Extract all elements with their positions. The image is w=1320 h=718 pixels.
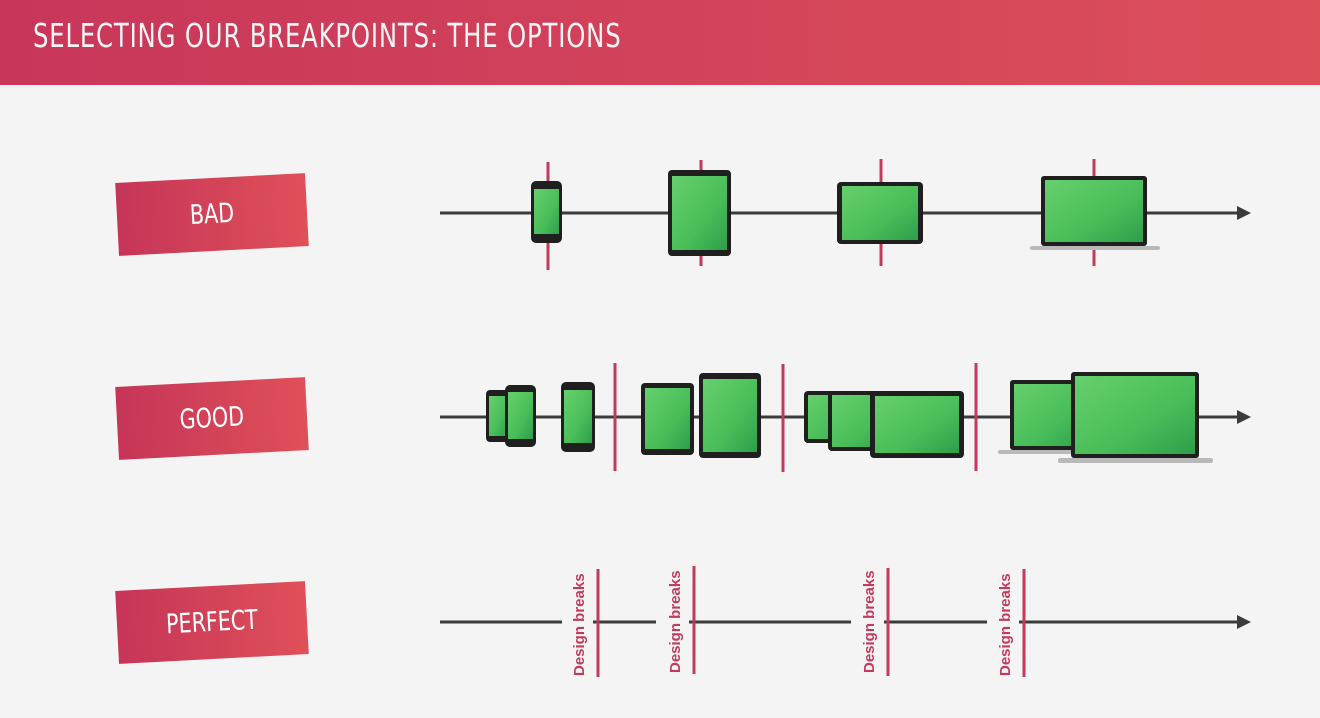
axis-arrow-icon <box>1237 206 1251 220</box>
tablet-device-icon <box>641 383 694 455</box>
design-breaks-label: Design breaks <box>667 570 684 673</box>
timeline-bad <box>440 159 1251 270</box>
axis-arrow-icon <box>1237 615 1251 629</box>
laptop-device-icon <box>1058 372 1213 463</box>
phone-device-icon <box>561 382 595 452</box>
header-bar: Selecting our breakpoints: the options <box>0 0 1320 85</box>
tablet-landscape-device-icon <box>870 391 964 458</box>
tablet-device-icon <box>699 373 761 458</box>
phone-device-icon <box>531 181 562 243</box>
design-breaks-label: Design breaks <box>861 570 878 673</box>
design-breaks-label: Design breaks <box>997 573 1014 676</box>
laptop-device-icon <box>1030 176 1160 250</box>
tablet-device-icon <box>668 170 731 256</box>
axis-arrow-icon <box>1237 410 1251 424</box>
timeline-perfect: Design breaks Design breaks Design break… <box>440 566 1251 677</box>
design-breaks-label: Design breaks <box>571 573 588 676</box>
phone-device-icon <box>505 385 536 447</box>
tablet-landscape-device-icon <box>837 182 923 244</box>
phone-device-icon <box>486 390 510 442</box>
timeline-good <box>440 363 1251 472</box>
page-title: Selecting our breakpoints: the options <box>33 16 622 55</box>
